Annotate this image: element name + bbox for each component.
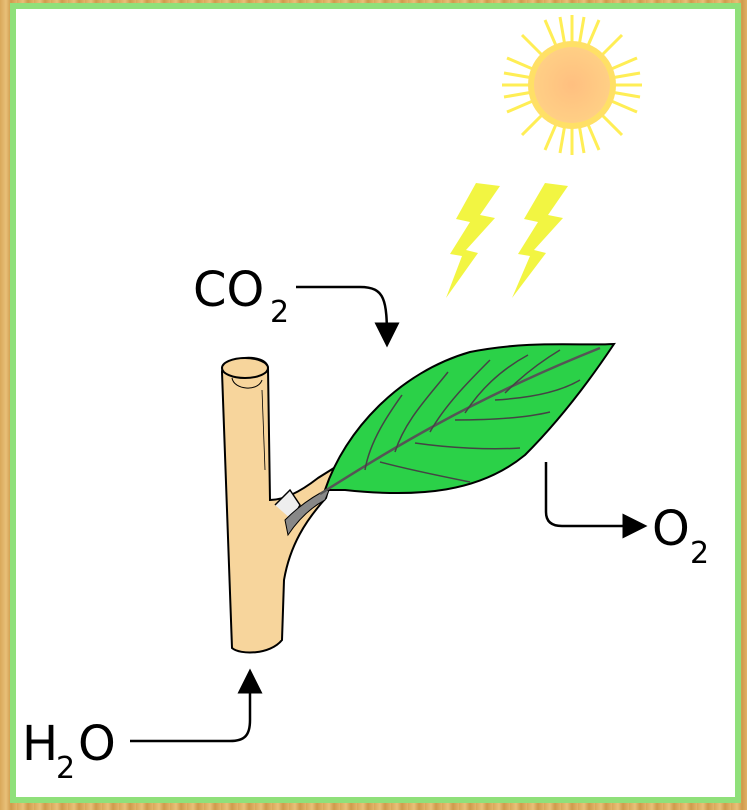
svg-text:O: O [78, 716, 116, 772]
plant-stem [220, 356, 336, 654]
light-bolt-right-icon [512, 183, 568, 298]
svg-text:H: H [22, 716, 58, 772]
svg-text:CO: CO [193, 262, 264, 318]
o2-label: O 2 [652, 501, 709, 571]
svg-text:2: 2 [270, 295, 289, 330]
svg-text:2: 2 [56, 751, 75, 786]
svg-text:O: O [652, 501, 690, 557]
o2-arrow [544, 462, 648, 539]
light-bolt-left-icon [446, 183, 500, 298]
sun-icon [502, 15, 642, 155]
co2-label: CO 2 [193, 262, 289, 330]
h2o-arrow [130, 668, 263, 743]
co2-arrow [296, 285, 400, 348]
h2o-label: H 2 O [22, 716, 116, 786]
svg-text:2: 2 [690, 536, 709, 571]
diagram-frame [10, 3, 741, 803]
leaf [319, 342, 616, 496]
